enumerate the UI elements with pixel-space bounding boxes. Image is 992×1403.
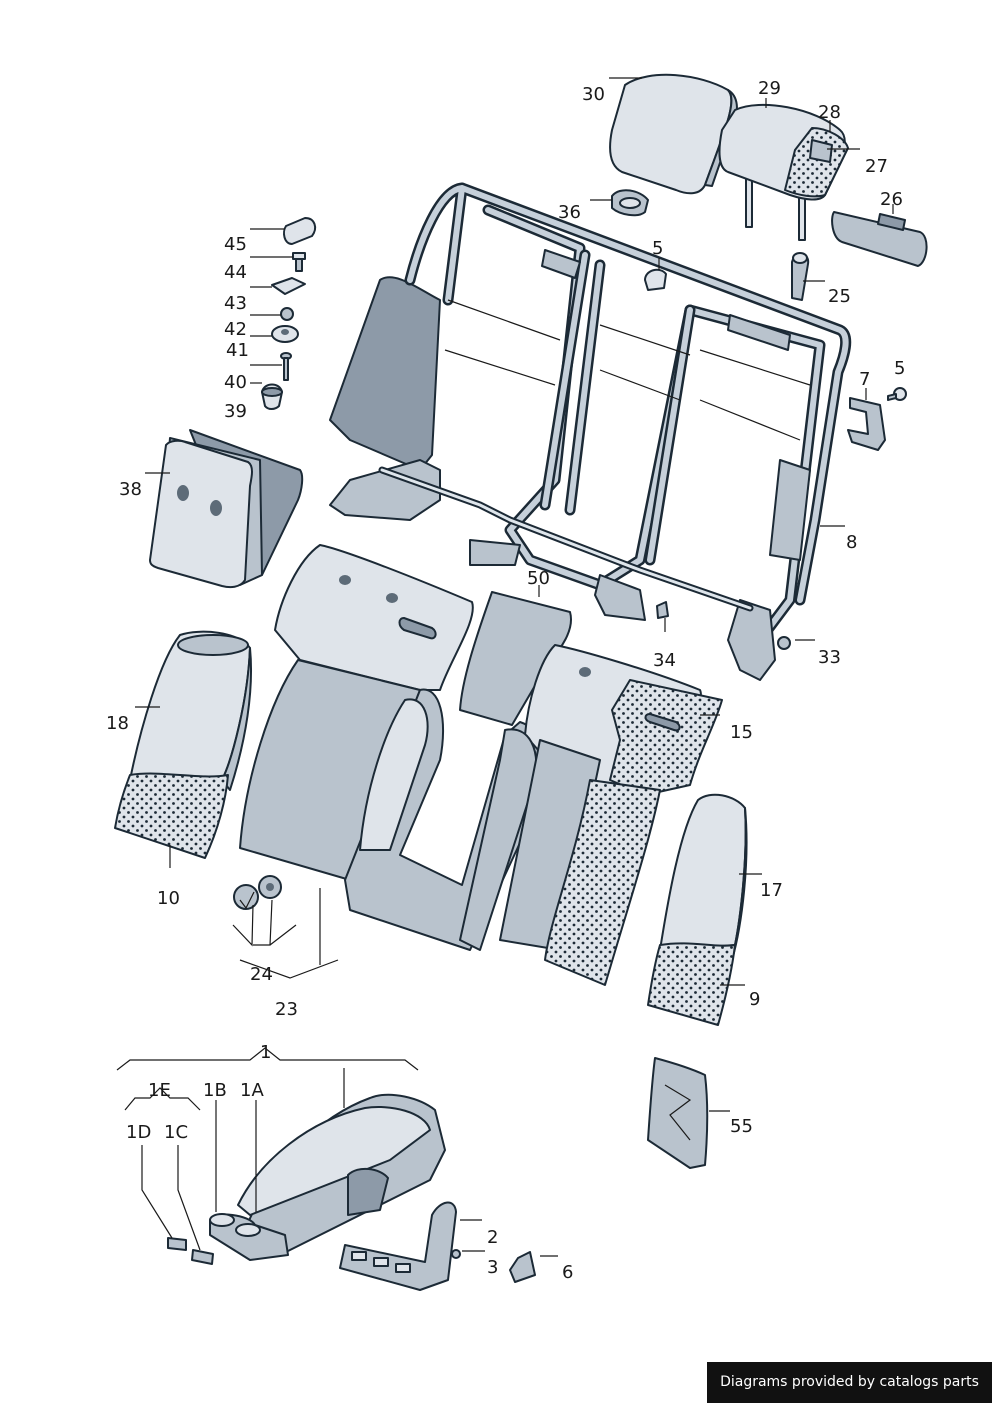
label-36: 36	[558, 202, 581, 223]
headrest-guide-part-28[interactable]	[809, 139, 833, 163]
label-5b: 5	[894, 358, 905, 379]
side-bolster-part-18[interactable]	[129, 630, 253, 791]
label-2: 2	[487, 1227, 498, 1248]
side-bolster-part-17[interactable]	[659, 793, 748, 961]
label-8: 8	[846, 532, 857, 553]
label-17: 17	[760, 880, 783, 901]
cover-part-38[interactable]	[149, 429, 304, 589]
leader-lines	[116, 77, 894, 1257]
label-18: 18	[106, 713, 129, 734]
bracket-part-2[interactable]	[339, 1201, 457, 1291]
label-40: 40	[224, 372, 247, 393]
nut-part-33[interactable]	[777, 636, 791, 650]
armrest-part-1[interactable]	[209, 1093, 446, 1261]
headrest-part-30[interactable]	[609, 73, 738, 195]
label-25: 25	[828, 286, 851, 307]
label-38: 38	[119, 479, 142, 500]
label-42: 42	[224, 319, 247, 340]
grommet-part-39[interactable]	[261, 383, 283, 410]
cover-part-26[interactable]	[831, 211, 928, 267]
part-labels: 30 29 28 27 26 36 5 25 7 5 45 44 43 42 4…	[106, 78, 905, 1283]
label-33: 33	[818, 647, 841, 668]
label-9: 9	[749, 989, 760, 1010]
clip-part-3[interactable]	[451, 1249, 461, 1259]
headrest-part-29[interactable]	[718, 103, 849, 241]
label-1: 1	[260, 1042, 271, 1063]
label-39: 39	[224, 401, 247, 422]
label-24: 24	[250, 964, 273, 985]
label-1B: 1B	[203, 1080, 227, 1101]
label-15: 15	[730, 722, 753, 743]
cap-part-34[interactable]	[656, 601, 669, 619]
button-part-1D[interactable]	[167, 1237, 187, 1251]
label-1A: 1A	[240, 1080, 264, 1101]
label-10: 10	[157, 888, 180, 909]
insert-part-50[interactable]	[459, 591, 572, 726]
label-44: 44	[224, 262, 247, 283]
clip-part-5a[interactable]	[644, 268, 667, 291]
label-34: 34	[653, 650, 676, 671]
label-23: 23	[275, 999, 298, 1020]
bolt-part-5b[interactable]	[887, 387, 907, 401]
label-43: 43	[224, 293, 247, 314]
clip-part-36[interactable]	[611, 189, 649, 217]
clip-part-6[interactable]	[509, 1251, 536, 1283]
backrest-frame-part-8[interactable]	[329, 182, 852, 681]
label-41: 41	[226, 340, 249, 361]
washer-part-41[interactable]	[271, 325, 299, 343]
label-3: 3	[487, 1257, 498, 1278]
pin-part-40[interactable]	[280, 352, 292, 381]
label-5a: 5	[652, 238, 663, 259]
clip-part-45[interactable]	[283, 217, 317, 245]
label-27: 27	[865, 156, 888, 177]
cross-rod	[378, 466, 754, 612]
label-1D: 1D	[126, 1122, 151, 1143]
backrest-cover-part-15[interactable]	[459, 644, 723, 986]
label-55: 55	[730, 1116, 753, 1137]
label-1C: 1C	[164, 1122, 188, 1143]
button-part-1C[interactable]	[191, 1249, 214, 1265]
label-7: 7	[859, 369, 870, 390]
label-26: 26	[880, 189, 903, 210]
label-1E: 1E	[148, 1080, 171, 1101]
grommet-part-24b[interactable]	[258, 875, 282, 899]
screw-part-44[interactable]	[292, 252, 306, 272]
grommet-part-24a[interactable]	[233, 884, 259, 910]
credit-footer: Diagrams provided by catalogs parts	[707, 1362, 992, 1403]
label-29: 29	[758, 78, 781, 99]
bracket-part-7[interactable]	[847, 397, 886, 451]
label-30: 30	[582, 84, 605, 105]
label-6: 6	[562, 1262, 573, 1283]
side-bolster-lower-part-10[interactable]	[114, 772, 229, 859]
label-50: 50	[527, 568, 550, 589]
label-28: 28	[818, 102, 841, 123]
label-45: 45	[224, 234, 247, 255]
side-bolster-lower-part-9[interactable]	[647, 942, 736, 1026]
guide-part-25[interactable]	[791, 252, 810, 301]
clip-part-43[interactable]	[271, 277, 306, 295]
spacer-part-42[interactable]	[280, 307, 294, 321]
pad-part-55[interactable]	[647, 1057, 709, 1169]
